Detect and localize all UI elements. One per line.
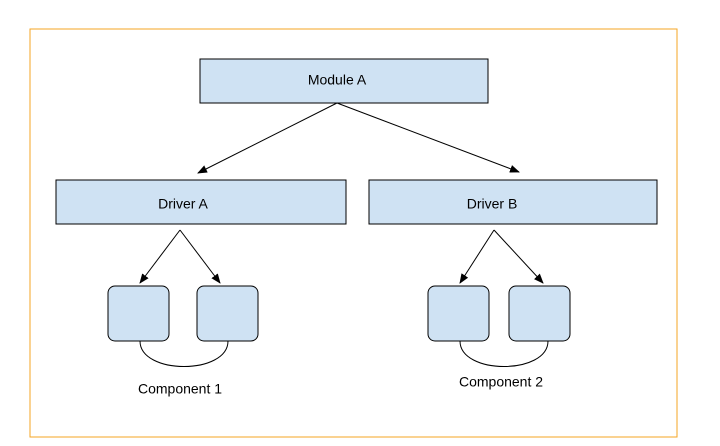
driver-a-box bbox=[55, 179, 347, 225]
component-1-group[interactable]: Component 1 bbox=[107, 285, 259, 397]
module-a-label: Module A bbox=[308, 72, 367, 88]
component-1-connector bbox=[139, 340, 229, 367]
diagram-frame bbox=[29, 28, 678, 438]
edge-driver-b-to-component-2-left bbox=[459, 229, 495, 284]
component-2-right-box bbox=[508, 285, 571, 342]
component-2-group[interactable]: Component 2 bbox=[427, 285, 571, 390]
edge-driver-b-to-component-2-right bbox=[493, 229, 544, 284]
component-1-label: Component 1 bbox=[138, 381, 222, 397]
driver-b-label: Driver B bbox=[467, 196, 518, 212]
component-2-connector bbox=[459, 340, 549, 367]
module-a-box bbox=[199, 58, 489, 104]
component-2-left-box bbox=[427, 285, 490, 342]
component-2-label: Component 2 bbox=[459, 374, 543, 390]
driver-a-label: Driver A bbox=[158, 196, 208, 212]
driver-b-box bbox=[368, 179, 658, 225]
edge-driver-a-to-component-1-right bbox=[179, 229, 221, 284]
driver-b-node[interactable]: Driver B bbox=[368, 179, 658, 225]
edge-module-a-to-driver-b bbox=[336, 102, 520, 173]
module-a-node[interactable]: Module A bbox=[199, 58, 489, 104]
edge-driver-a-to-component-1-left bbox=[139, 229, 181, 284]
edge-module-a-to-driver-a bbox=[197, 102, 338, 174]
component-1-left-box bbox=[107, 285, 170, 342]
component-1-right-box bbox=[196, 285, 259, 342]
driver-a-node[interactable]: Driver A bbox=[55, 179, 347, 225]
